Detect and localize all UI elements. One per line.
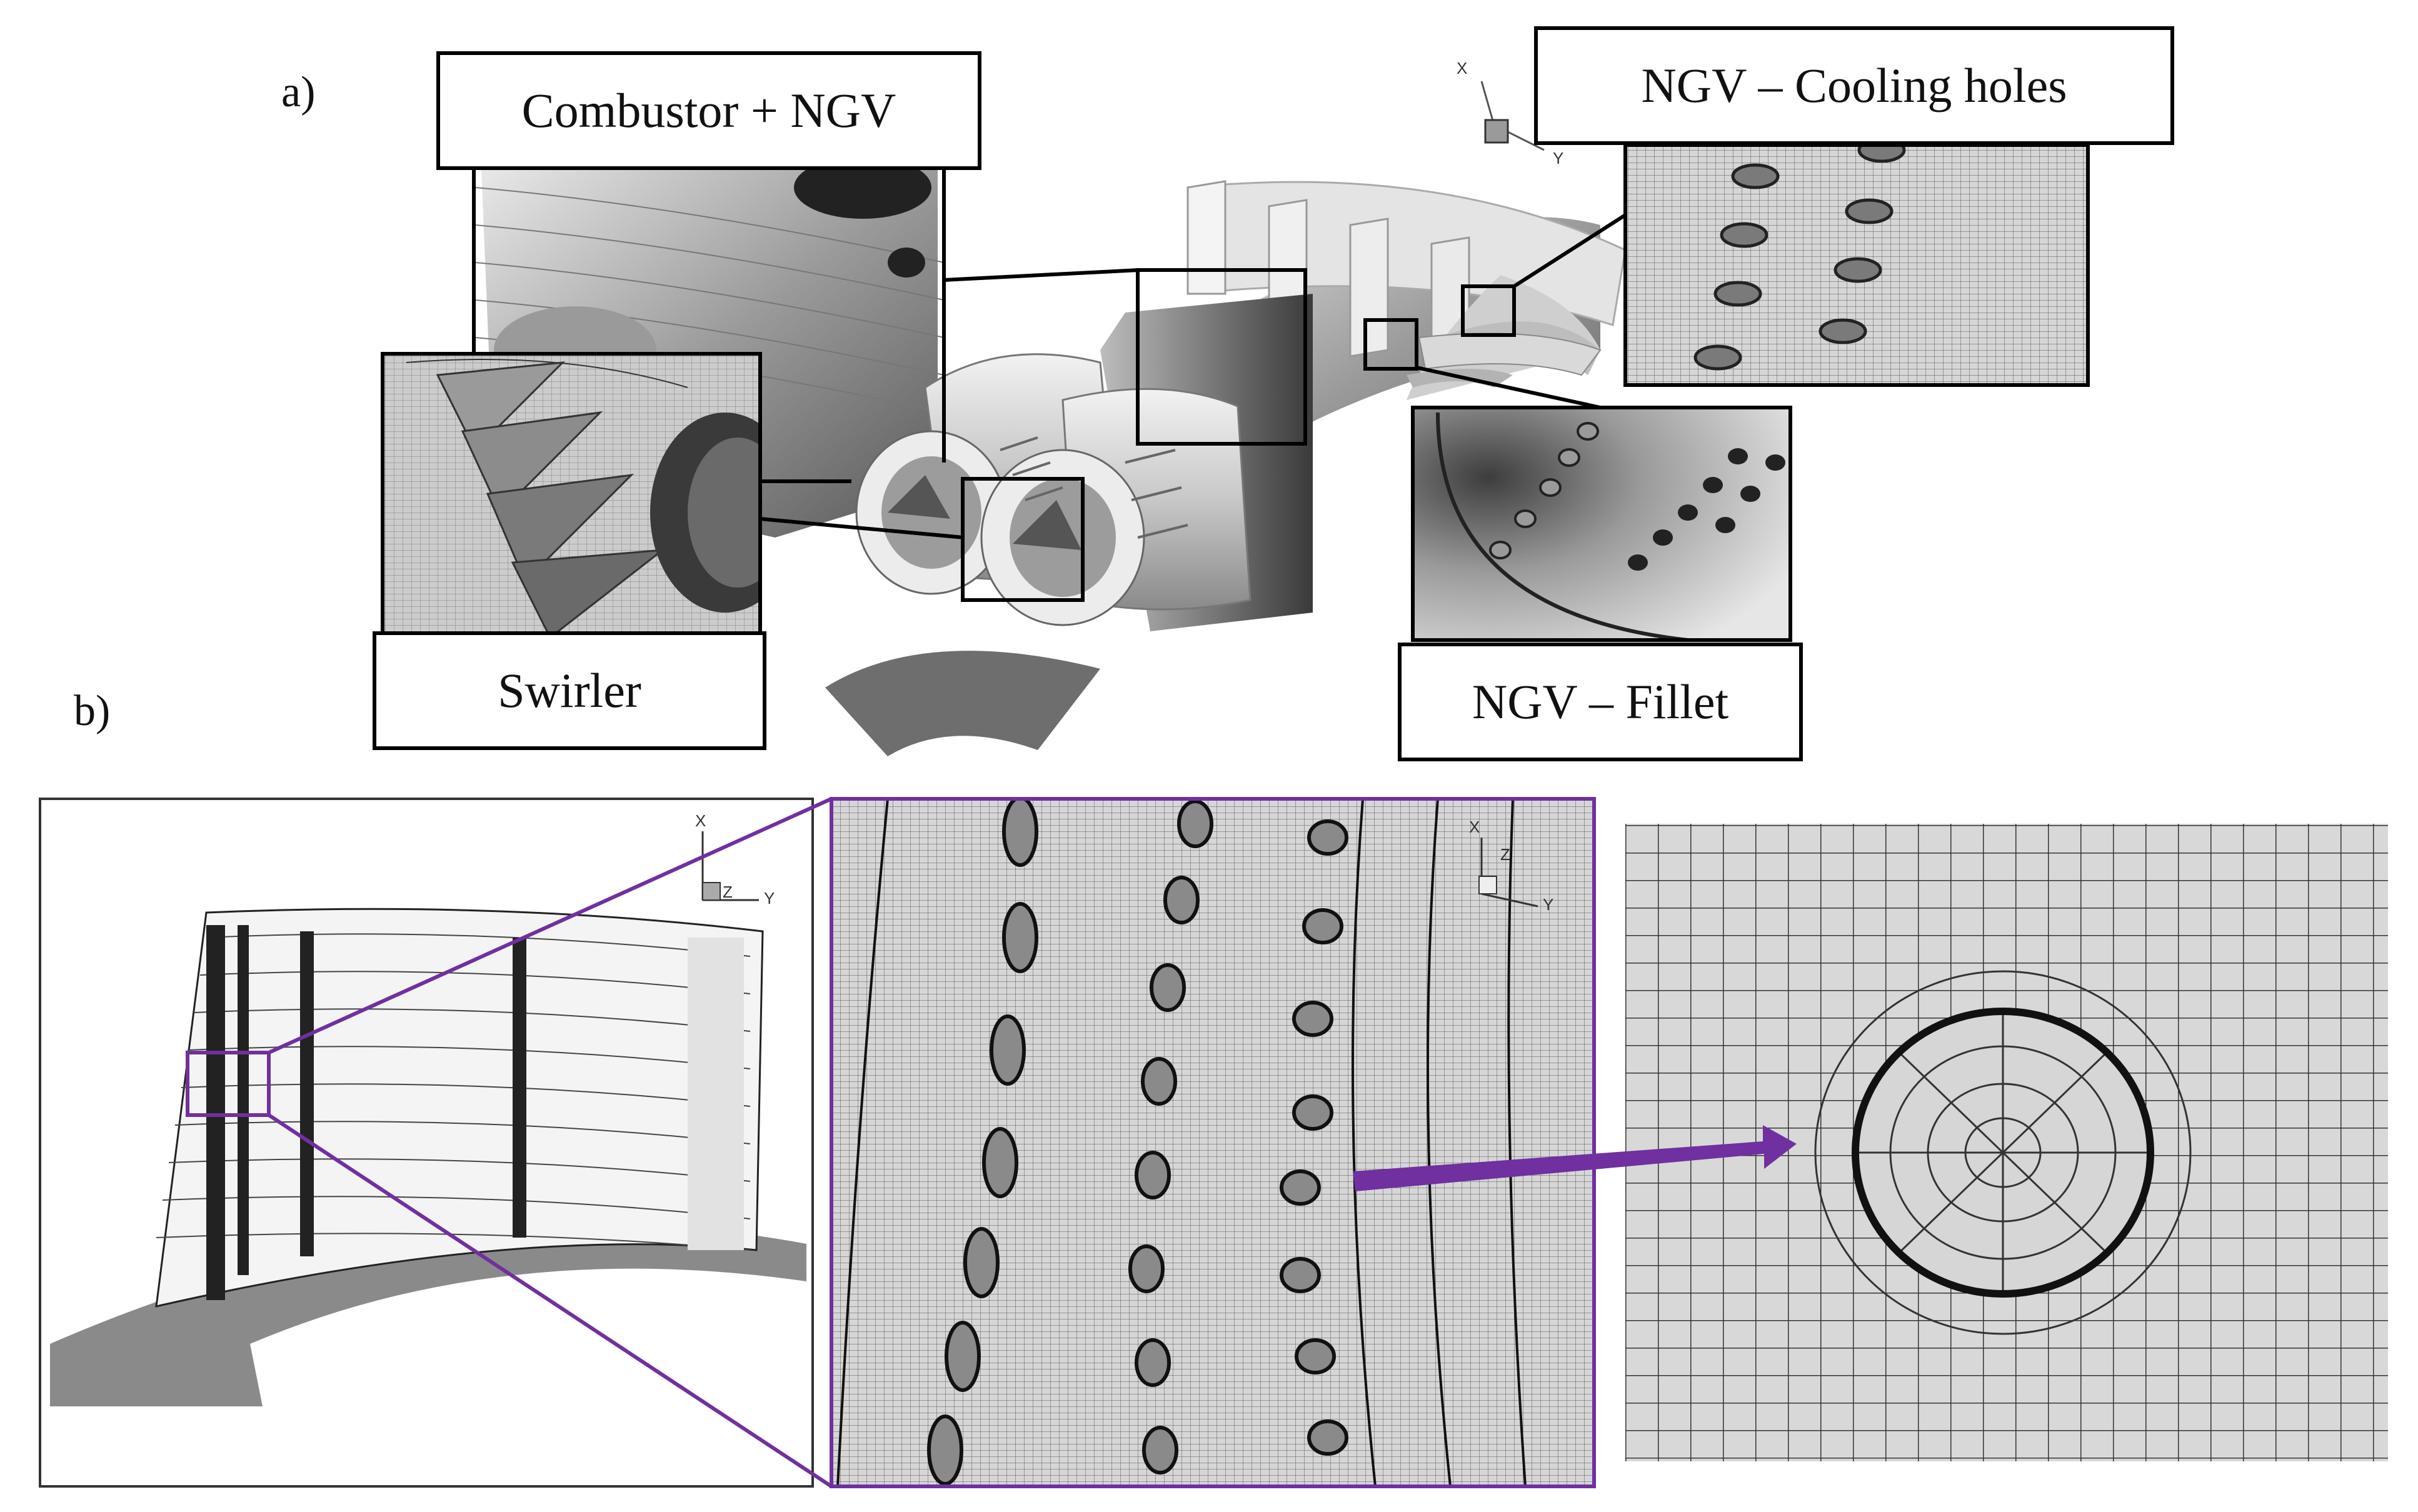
axis-b2-z: Z — [1500, 845, 1510, 864]
leader-cooling — [1513, 213, 1627, 288]
axis-b2-x: X — [1469, 818, 1480, 836]
single-hole-mesh — [1625, 824, 2388, 1461]
fillet-zoom-box — [1363, 318, 1418, 371]
detail-arrow — [1353, 1125, 1797, 1191]
cooling-hole-mesh-zoom: X Z Y — [830, 797, 1596, 1488]
combustor-ngv-zoom-box — [1136, 268, 1307, 446]
axis-x-label: X — [1457, 59, 1467, 78]
axis-b1-z: Z — [723, 883, 733, 901]
leader-fillet — [1416, 366, 1601, 409]
swirler-zoom-box — [961, 477, 1085, 602]
leader-combustor-top — [943, 268, 1140, 282]
panel-a-label: a) — [281, 68, 316, 116]
panel-b-label: b) — [74, 687, 111, 735]
axis-b2-y: Y — [1543, 895, 1553, 914]
swirler-callout: Swirler — [373, 631, 766, 750]
axis-b1-x: X — [695, 811, 706, 830]
vane-zoom-box — [186, 1051, 271, 1117]
panel-a-geometry: X Y — [381, 59, 2090, 756]
axis-triad-b1: X Z Y — [695, 811, 775, 908]
cooling-holes-zoom-box — [1461, 284, 1516, 337]
swirler-inset — [381, 352, 762, 636]
axis-y-label: Y — [1553, 149, 1563, 168]
cooling-holes-callout: NGV – Cooling holes — [1534, 26, 2174, 145]
combustor-ngv-callout: Combustor + NGV — [436, 51, 981, 170]
zoom-line-top — [268, 797, 833, 1054]
cooling-holes-inset — [1623, 143, 2090, 387]
fillet-callout: NGV – Fillet — [1398, 643, 1803, 761]
leader-swirler-bottom — [760, 517, 965, 539]
liner-panel — [825, 651, 1100, 756]
zoom-line-bottom — [268, 1113, 833, 1488]
axis-b1-y: Y — [764, 889, 775, 908]
fillet-inset — [1411, 406, 1792, 642]
axis-triad-b2: X Z Y — [1469, 818, 1553, 914]
axis-triad-a: X Y — [1457, 59, 1563, 168]
panel-b-geometry: X Z Y — [39, 797, 2388, 1488]
